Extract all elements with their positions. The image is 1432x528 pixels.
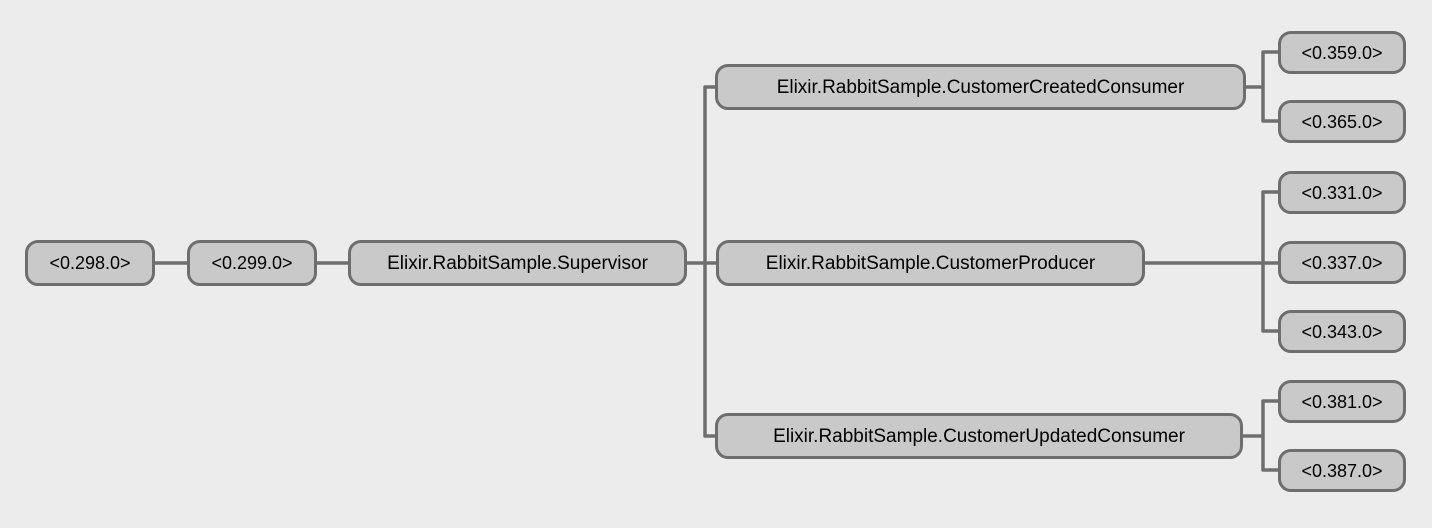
process-node-pid-0-298-0[interactable]: <0.298.0> [25, 240, 155, 286]
process-node-rabbitsample-supervisor[interactable]: Elixir.RabbitSample.Supervisor [348, 240, 687, 286]
connector-created-leaves [1261, 50, 1278, 123]
process-node-pid-0-343-0[interactable]: <0.343.0> [1278, 310, 1406, 353]
process-node-pid-0-337-0[interactable]: <0.337.0> [1278, 241, 1406, 284]
process-node-pid-0-381-0[interactable]: <0.381.0> [1278, 380, 1406, 423]
process-node-pid-0-359-0[interactable]: <0.359.0> [1278, 31, 1406, 74]
process-node-customer-updated-consumer[interactable]: Elixir.RabbitSample.CustomerUpdatedConsu… [715, 413, 1243, 459]
process-node-pid-0-365-0[interactable]: <0.365.0> [1278, 100, 1406, 143]
connector-producer-leaves [1261, 190, 1278, 333]
process-node-customer-created-consumer[interactable]: Elixir.RabbitSample.CustomerCreatedConsu… [715, 64, 1246, 110]
process-node-pid-0-331-0[interactable]: <0.331.0> [1278, 171, 1406, 214]
process-node-pid-0-299-0[interactable]: <0.299.0> [187, 240, 317, 286]
connector-updated-leaves [1261, 399, 1278, 472]
process-node-pid-0-387-0[interactable]: <0.387.0> [1278, 449, 1406, 492]
process-node-customer-producer[interactable]: Elixir.RabbitSample.CustomerProducer [716, 240, 1145, 286]
connector-supervisor-trunk [703, 85, 716, 438]
